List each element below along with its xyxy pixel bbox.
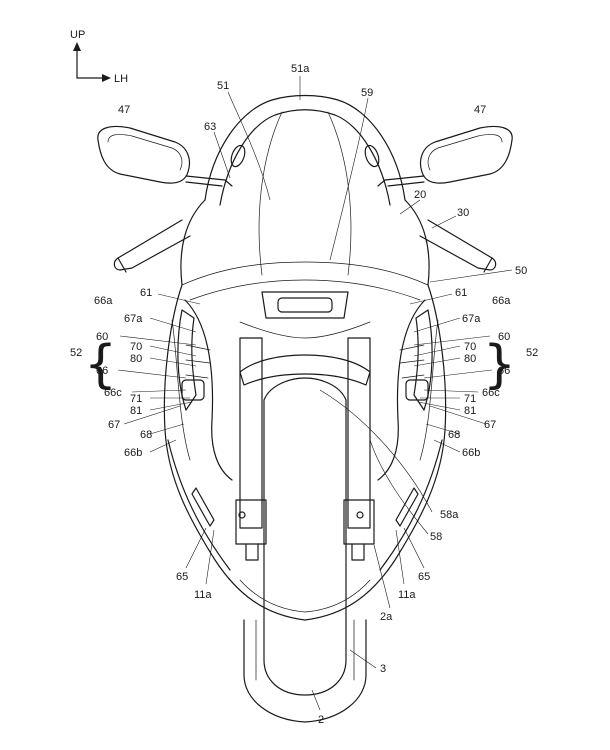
label-68-right: 68 [448, 429, 460, 441]
label-20: 20 [414, 189, 426, 201]
left-handlebar [113, 219, 191, 273]
orientation-indicator: UP LH [70, 29, 128, 85]
label-81-left: 81 [130, 405, 142, 417]
label-61-left: 61 [140, 287, 152, 299]
label-60-right: 60 [498, 331, 510, 343]
label-59: 59 [361, 87, 373, 99]
front-fairing [163, 199, 447, 621]
label-67a-right: 67a [462, 313, 481, 325]
right-air-guide [399, 309, 433, 411]
up-arrow-head [73, 42, 81, 51]
label-2a: 2a [380, 611, 393, 623]
label-66-left: 66 [96, 365, 108, 377]
label-60-left: 60 [96, 331, 108, 343]
label-11a-left: 11a [194, 589, 212, 601]
headlight [239, 291, 371, 339]
label-80-left: 80 [130, 353, 142, 365]
label-66a-left: 66a [94, 295, 113, 307]
label-52-left: 52 [70, 347, 82, 359]
label-51a: 51a [291, 63, 310, 75]
label-70-right: 70 [464, 341, 476, 353]
label-68-left: 68 [140, 429, 152, 441]
label-51: 51 [217, 80, 229, 92]
label-11a-right: 11a [398, 589, 416, 601]
label-71-left: 71 [130, 393, 142, 405]
label-47-left: 47 [118, 104, 130, 116]
label-63: 63 [204, 121, 216, 133]
label-67a-left: 67a [124, 313, 143, 325]
front-wheel [239, 354, 371, 723]
reference-numerals: 51a 51 59 47 47 63 20 30 50 61 61 66a 66… [70, 63, 538, 726]
label-66b-left: 66b [124, 447, 142, 459]
left-air-guide [177, 309, 211, 411]
label-50: 50 [515, 265, 527, 277]
label-67-left: 67 [108, 419, 120, 431]
label-70-left: 70 [130, 341, 142, 353]
label-61-right: 61 [455, 287, 467, 299]
left-brace-52: { [84, 335, 117, 395]
label-80-right: 80 [464, 353, 476, 365]
label-65-left: 65 [176, 571, 188, 583]
left-lower-vent [191, 487, 215, 527]
label-81-right: 81 [464, 405, 476, 417]
right-mirror [377, 125, 513, 187]
label-66-right: 66 [498, 365, 510, 377]
right-brace-52: { [483, 335, 516, 395]
label-67-right: 67 [484, 419, 496, 431]
label-66b-right: 66b [462, 447, 480, 459]
label-71-right: 71 [464, 393, 476, 405]
right-lower-vent [395, 487, 419, 527]
left-mirror [97, 125, 233, 187]
label-3: 3 [380, 663, 386, 675]
label-58: 58 [430, 531, 442, 543]
up-label: UP [70, 29, 85, 41]
label-30: 30 [457, 207, 469, 219]
label-66c-right: 66c [482, 387, 500, 399]
right-handlebar [419, 219, 497, 273]
leader-lines [117, 76, 513, 711]
label-52-right: 52 [526, 347, 538, 359]
windscreen [204, 94, 406, 276]
label-58a: 58a [440, 509, 459, 521]
label-66c-left: 66c [104, 387, 122, 399]
label-47-right: 47 [474, 104, 486, 116]
front-fork [235, 337, 375, 561]
label-66a-right: 66a [492, 295, 511, 307]
lh-arrow-head [102, 74, 111, 82]
lh-label: LH [114, 73, 128, 85]
label-65-right: 65 [418, 571, 430, 583]
label-2: 2 [318, 714, 324, 726]
